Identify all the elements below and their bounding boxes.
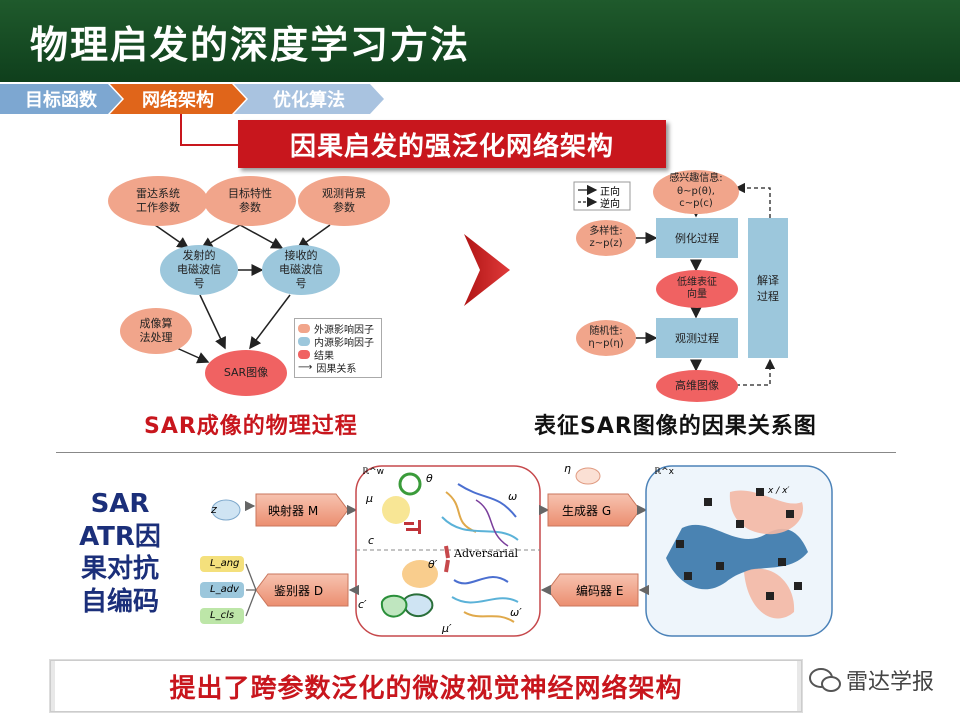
node-randomness: 随机性: η~p(η) [576,320,636,356]
node-received-signal: 接收的 电磁波信 号 [262,245,340,295]
node-sar-image: SAR图像 [205,350,287,396]
legend-exogenous: 外源影响因子 [298,321,374,336]
discriminator-box: 鉴别器 D [274,584,324,598]
mu-prime-label: μ′ [442,622,452,635]
node-label: 成像算 法处理 [139,317,173,344]
c-label: c [368,534,375,547]
omega-label: ω [508,490,518,503]
legend-swatch [298,337,310,346]
legend-label: 外源影响因子 [314,325,374,336]
node-transmitted-signal: 发射的 电磁波信 号 [160,245,238,295]
right-caption: 表征SAR图像的因果关系图 [534,414,817,439]
transition-arrow-icon [464,234,510,306]
node-label: 高维图像 [675,379,719,393]
node-target-params: 目标特性 参数 [204,176,296,226]
legend-endogenous: 内源影响因子 [298,334,374,349]
arrow-right-icon: ⟶ [298,362,313,373]
mu-label: μ [366,492,373,505]
node-label: 发射的 电磁波信 号 [177,249,221,290]
box-interpretation: 解译 过程 [748,218,788,358]
node-high-dim-image: 高维图像 [656,370,738,402]
x-label: x / x′ [768,486,790,496]
legend-backward: 逆向 [600,199,620,210]
theta-prime-label: θ′ [428,558,438,571]
box-instantiation: 例化过程 [656,218,738,258]
c-prime-label: c′ [358,598,367,611]
node-label: 雷达系统 工作参数 [136,187,180,214]
node-label: 多样性: z~p(z) [589,225,623,250]
mapper-box: 映射器 M [268,504,319,518]
connector-line [180,114,240,146]
loss-cls: L_cls [210,610,235,621]
node-low-dim-vector: 低维表征 向量 [656,270,738,308]
loss-adv: L_adv [210,584,239,595]
node-label: 低维表征 向量 [677,276,717,301]
legend-label: 内源影响因子 [314,338,374,349]
wechat-icon [809,668,841,692]
legend-label: 因果关系 [316,364,357,375]
atr-label: SAR ATR因 果对抗 自编码 [79,489,161,617]
legend-causal: ⟶因果关系 [298,360,356,375]
legend-forward: 正向 [600,187,620,198]
w-space-label: ℝ^w [362,467,385,477]
subtitle-banner: 因果启发的强泛化网络架构 [238,120,666,168]
legend-label: 结果 [314,351,334,362]
node-label: 解译 过程 [757,274,779,303]
title-bar [0,0,960,82]
page-title: 物理启发的深度学习方法 [30,23,471,67]
node-label: 目标特性 参数 [228,187,272,214]
z-label: z [211,503,217,516]
eta-label: η [564,462,571,475]
section-divider [56,452,896,453]
generator-box: 生成器 G [562,504,612,518]
omega-prime-label: ω′ [510,606,522,619]
node-background-params: 观测背景 参数 [298,176,390,226]
legend-swatch [298,324,310,333]
bottom-banner: 提出了跨参数泛化的微波视觉神经网络架构 [50,660,802,712]
x-space-label: ℝ^x [654,467,674,477]
encoder-box: 编码器 E [576,584,624,598]
adversarial-label: Adversarial [454,547,519,560]
loss-ang: L_ang [210,558,240,569]
node-label: 观测背景 参数 [322,187,366,214]
legend-result: 结果 [298,347,334,362]
node-label: SAR图像 [223,366,269,380]
node-label: 随机性: η~p(η) [588,325,624,350]
node-label: 感兴趣信息: θ~p(θ), c~p(c) [669,173,723,210]
node-label: 接收的 电磁波信 号 [279,249,323,290]
node-diversity: 多样性: z~p(z) [576,220,636,256]
watermark: 雷达学报 [808,664,934,696]
breadcrumb-optimization[interactable]: 优化算法 [234,84,384,114]
theta-label: θ [426,472,433,485]
right-diagram-edges [573,181,776,386]
node-radar-params: 雷达系统 工作参数 [108,176,208,226]
left-caption: SAR成像的物理过程 [144,414,358,439]
legend-swatch [298,350,310,359]
breadcrumb-architecture[interactable]: 网络架构 [110,84,246,114]
atr-architecture [200,465,833,637]
node-imaging-algorithm: 成像算 法处理 [120,308,192,354]
box-observation: 观测过程 [656,318,738,358]
breadcrumb-objective[interactable]: 目标函数 [0,84,122,114]
left-legend [294,318,382,378]
node-interest-info: 感兴趣信息: θ~p(θ), c~p(c) [653,170,739,214]
watermark-text: 雷达学报 [846,670,935,695]
